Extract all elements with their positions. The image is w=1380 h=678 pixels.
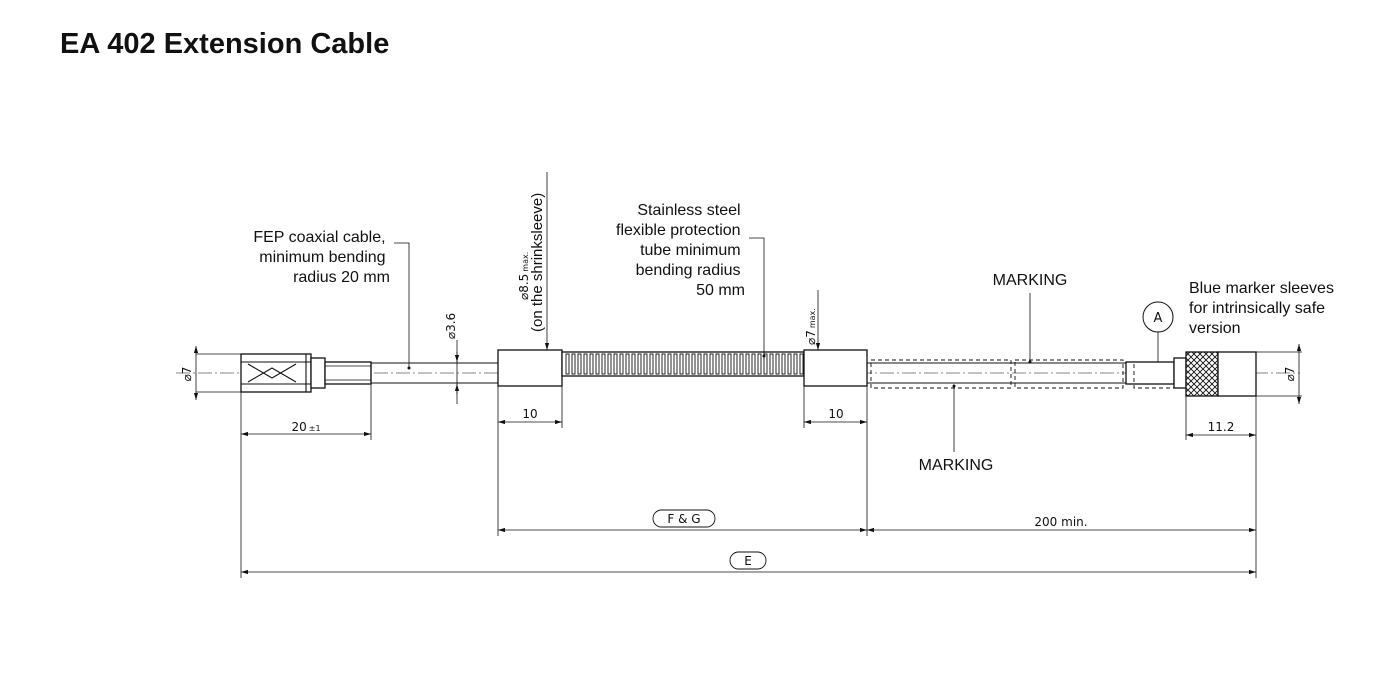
note-marking-top: MARKING — [993, 272, 1068, 289]
dim-dia-shrink: ⌀8.5 — [517, 274, 531, 300]
knurled-nut — [1185, 351, 1219, 397]
right-shrink-sleeve — [803, 349, 868, 387]
svg-text:⌀8.5max.: ⌀8.5 max. — [517, 252, 531, 300]
dim-len-right-conn: 11.2 — [1208, 420, 1235, 434]
page-title: EA 402 Extension Cable — [60, 28, 390, 60]
dim-dia-left: ⌀7 — [180, 367, 194, 382]
dim-dia-tube-end-max: max. — [808, 308, 817, 328]
fep-cable — [370, 362, 498, 384]
dim-dia-tube-end: ⌀7 — [804, 330, 818, 345]
dim-len-left-tol: ±1 — [309, 424, 321, 433]
right-connector — [1125, 351, 1257, 397]
dim-len-fg: F & G — [667, 512, 700, 526]
left-connector — [240, 353, 372, 393]
cable-right-section — [867, 359, 1126, 389]
dim-len-left: 20 — [291, 420, 306, 434]
note-blue-sleeves: Blue marker sleeves for intrinsically sa… — [1189, 280, 1338, 337]
flexible-steel-tube — [561, 351, 805, 377]
note-steel-tube: Stainless steel flexible protection tube… — [616, 202, 745, 299]
dim-len-e: E — [744, 554, 752, 568]
dim-e-box — [729, 551, 767, 570]
left-shrink-sleeve — [497, 349, 563, 387]
svg-text:⌀7max.: ⌀7 max. — [804, 308, 818, 345]
dim-sleeve-left: 10 — [522, 407, 537, 421]
dim-dia-shrink-max: max. — [521, 252, 530, 272]
svg-text:20±1: 20±1 — [291, 420, 320, 434]
dim-fg-box — [652, 509, 716, 528]
dim-dia-right: ⌀7 — [1283, 367, 1297, 382]
note-marking-bottom: MARKING — [919, 457, 994, 474]
dim-dia-cable: ⌀3.6 — [444, 313, 458, 339]
dim-sleeve-right: 10 — [828, 407, 843, 421]
dim-shrink-note: (on the shrinksleeve) — [529, 193, 546, 332]
note-fep-cable: FEP coaxial cable, minimum bending radiu… — [253, 229, 390, 286]
dim-len-200: 200 min. — [1034, 515, 1087, 529]
detail-a-label: A — [1154, 311, 1163, 326]
